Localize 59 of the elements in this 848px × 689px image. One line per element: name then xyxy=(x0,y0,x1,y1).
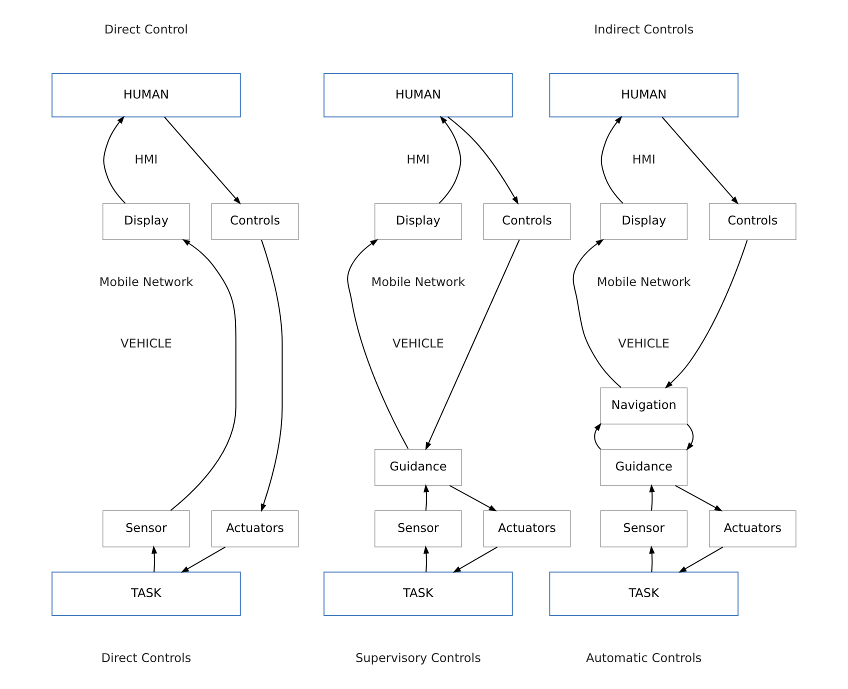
label: VEHICLE xyxy=(120,336,172,351)
node-box: Guidance xyxy=(374,448,462,486)
label: Direct Control xyxy=(104,22,188,36)
arrow xyxy=(170,239,236,511)
node-box: Controls xyxy=(211,203,299,240)
arrow xyxy=(662,116,739,204)
label: Mobile Network xyxy=(371,275,466,290)
label: Mobile Network xyxy=(596,275,691,290)
label: Automatic Controls xyxy=(586,650,702,665)
arrow xyxy=(260,240,283,512)
node-box: TASK xyxy=(324,572,513,616)
node-box: Sensor xyxy=(374,510,462,548)
arrow xyxy=(675,485,723,512)
node-box: TASK xyxy=(549,572,739,616)
arrow xyxy=(438,116,462,204)
node-box: Display xyxy=(600,203,688,240)
node-box: Actuators xyxy=(211,510,299,548)
label: Mobile Network xyxy=(99,275,194,290)
arrow xyxy=(152,546,158,572)
label: HMI xyxy=(134,152,158,166)
arrow xyxy=(449,485,497,512)
label: Indirect Controls xyxy=(594,22,694,36)
node-box: Guidance xyxy=(600,448,688,486)
arrow xyxy=(594,422,602,450)
label: HMI xyxy=(406,152,430,166)
node-box: HUMAN xyxy=(52,73,241,118)
arrow xyxy=(664,240,748,389)
arrow xyxy=(424,484,430,511)
arrow xyxy=(649,484,655,511)
arrow xyxy=(180,546,226,573)
node-box: Sensor xyxy=(600,510,688,548)
label: VEHICLE xyxy=(618,336,670,351)
arrow xyxy=(686,424,694,450)
node-box: HUMAN xyxy=(324,73,513,118)
arrow xyxy=(425,240,520,450)
label: VEHICLE xyxy=(392,336,444,351)
label: HMI xyxy=(632,152,656,166)
node-box: HUMAN xyxy=(549,73,739,118)
node-box: Navigation xyxy=(600,388,688,424)
arrow xyxy=(164,116,241,204)
arrow xyxy=(600,116,624,204)
node-box: Controls xyxy=(483,203,571,240)
arrow xyxy=(424,546,430,572)
node-box: Display xyxy=(374,203,462,240)
arrow xyxy=(452,546,498,573)
arrow xyxy=(572,239,622,388)
arrow xyxy=(649,546,655,572)
arrow xyxy=(448,116,519,205)
label: Supervisory Controls xyxy=(355,650,481,665)
node-box: Display xyxy=(102,203,190,240)
arrow xyxy=(678,546,724,573)
node-box: Actuators xyxy=(483,510,571,548)
node-box: Actuators xyxy=(709,510,796,548)
node-box: Sensor xyxy=(102,510,190,548)
node-box: Controls xyxy=(709,203,796,240)
arrow xyxy=(347,239,409,450)
node-box: TASK xyxy=(52,572,241,616)
label: Direct Controls xyxy=(101,650,192,665)
arrow xyxy=(103,116,126,204)
